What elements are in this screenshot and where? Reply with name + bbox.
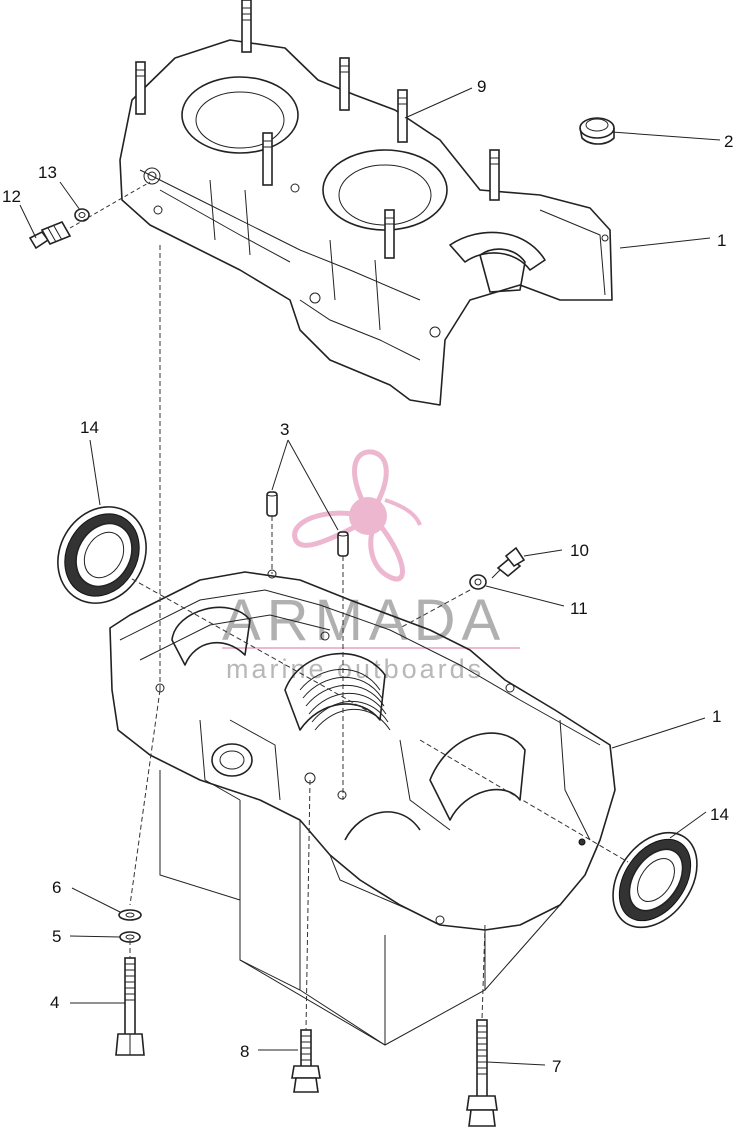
part-7-bolt [466, 1019, 498, 1127]
callout-10: 10 [570, 541, 589, 560]
lower-crankcase [109, 569, 616, 1046]
part-14-seal-right [612, 831, 698, 929]
part-14-seal-left [57, 506, 147, 604]
callout-1-top: 1 [717, 231, 726, 250]
watermark-tagline: marine outboards [226, 654, 484, 684]
propeller-logo-icon [292, 449, 422, 582]
callout-9: 9 [477, 77, 486, 96]
part-11-washer [469, 574, 487, 590]
callout-12: 12 [2, 187, 21, 206]
callout-6: 6 [52, 878, 61, 897]
guide-line-fitting [69, 181, 151, 229]
callout-1-bottom: 1 [712, 707, 721, 726]
part-12-fitting [28, 220, 72, 250]
callout-11: 11 [570, 599, 588, 618]
callout-2: 2 [724, 132, 733, 151]
callout-13: 13 [38, 163, 57, 182]
part-10-screw [491, 546, 526, 579]
part-4-bolt [115, 957, 145, 1056]
callout-7: 7 [552, 1057, 561, 1076]
watermark: ARMADA marine outboards [222, 449, 520, 684]
leader-lines [19, 87, 721, 1066]
callout-3: 3 [280, 420, 289, 439]
studs [135, 0, 500, 259]
callout-8: 8 [240, 1042, 249, 1061]
callout-14-right: 14 [710, 805, 729, 824]
part-2-plug [579, 117, 615, 145]
part-13-washer [74, 208, 90, 222]
part-8-bolt [291, 1029, 321, 1093]
upper-crankcase [119, 0, 613, 406]
part-6-washer [118, 909, 142, 921]
callout-4: 4 [50, 993, 59, 1012]
callout-14-left: 14 [80, 418, 99, 437]
callouts: 1 2 9 13 12 14 3 10 11 1 14 6 5 4 8 7 [2, 77, 733, 1076]
callout-5: 5 [52, 927, 61, 946]
alignment-lines [124, 245, 629, 1031]
